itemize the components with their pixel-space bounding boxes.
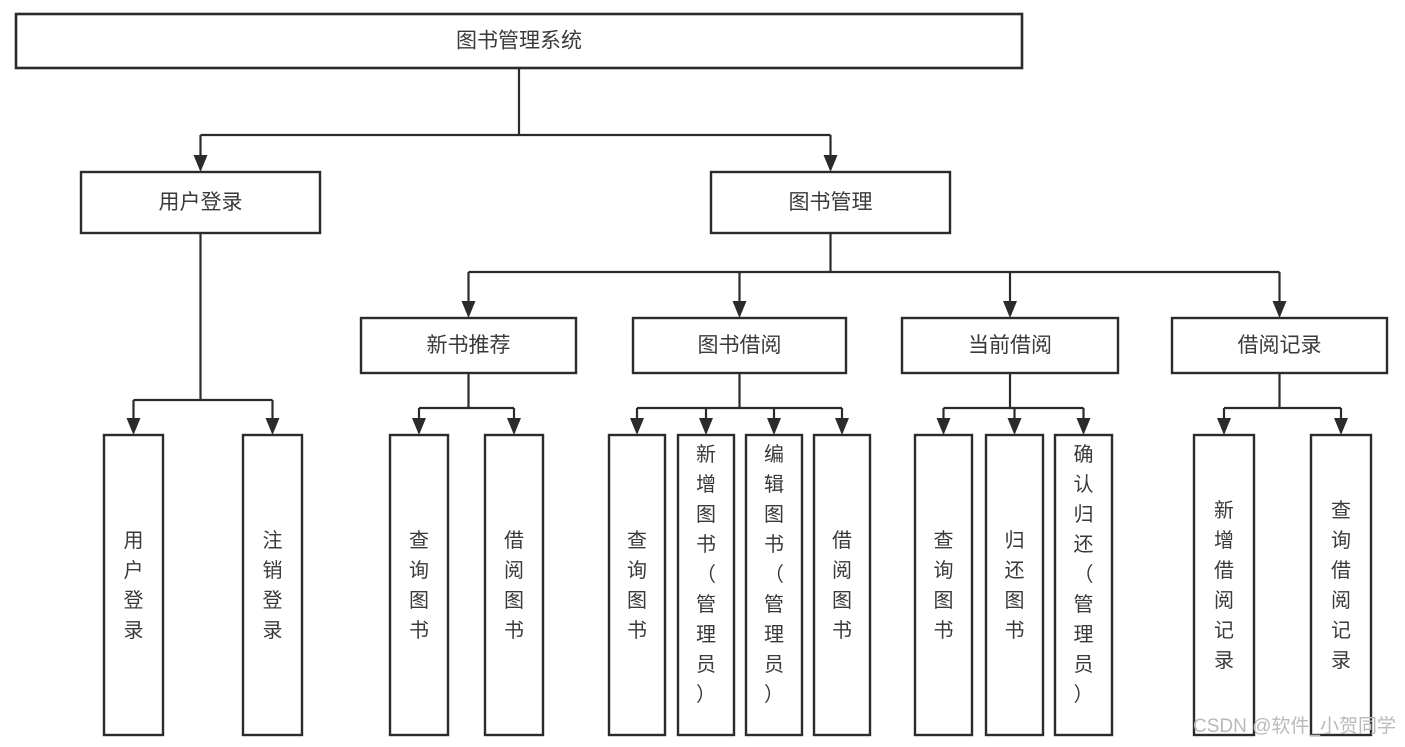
node-box-leaf-borrow-book-1[interactable] <box>483 433 545 737</box>
arrow-head-icon <box>835 418 849 435</box>
node-box-root[interactable] <box>14 12 1024 70</box>
arrow-head-icon <box>461 301 476 318</box>
node-box-leaf-add-book[interactable] <box>676 433 736 737</box>
node-box-current-borrow[interactable] <box>900 316 1120 375</box>
node-box-user-login[interactable] <box>79 170 322 235</box>
connectors-layer <box>126 68 1348 435</box>
node-current-borrow[interactable]: 当前借阅 <box>900 316 1120 375</box>
node-box-leaf-logout[interactable] <box>241 433 304 737</box>
node-leaf-logout[interactable]: 注销登录 <box>241 433 304 737</box>
arrow-head-icon <box>1007 418 1022 435</box>
node-label-leaf-edit-book: 编辑图书（管理员） <box>764 443 784 706</box>
connector-edge-current-to-leaves <box>936 373 1091 435</box>
node-book-manage[interactable]: 图书管理 <box>709 170 952 235</box>
node-leaf-borrow-book-1[interactable]: 借阅图书 <box>483 433 545 737</box>
node-label-root: 图书管理系统 <box>456 30 582 53</box>
node-box-leaf-user-login[interactable] <box>102 433 165 737</box>
node-leaf-query-book-3[interactable]: 查询图书 <box>913 433 974 737</box>
watermark-text: CSDN @软件_小贺同学 <box>1193 715 1396 737</box>
nodes-layer: 图书管理系统用户登录图书管理新书推荐图书借阅当前借阅借阅记录用户登录注销登录查询… <box>14 12 1389 737</box>
arrow-head-icon <box>823 155 838 172</box>
arrow-head-icon <box>936 418 951 435</box>
node-label-leaf-add-book: 新增图书（管理员） <box>696 443 716 706</box>
arrow-head-icon <box>507 418 521 435</box>
node-box-book-manage[interactable] <box>709 170 952 235</box>
node-label-book-manage: 图书管理 <box>789 191 873 214</box>
connector-edge-user-login-to-leaves <box>126 233 280 435</box>
node-leaf-add-book[interactable]: 新增图书（管理员） <box>676 433 736 737</box>
node-box-leaf-add-record[interactable] <box>1192 433 1256 737</box>
node-box-leaf-query-record[interactable] <box>1309 433 1373 737</box>
node-leaf-query-record[interactable]: 查询借阅记录 <box>1309 433 1373 737</box>
node-root[interactable]: 图书管理系统 <box>14 12 1024 70</box>
node-label-leaf-logout: 注销登录 <box>263 529 283 642</box>
connector-edge-record-to-leaves <box>1217 373 1348 435</box>
arrow-head-icon <box>630 418 644 435</box>
connector-edge-book-manage-to-level3 <box>461 233 1287 318</box>
node-leaf-edit-book[interactable]: 编辑图书（管理员） <box>744 433 804 737</box>
arrow-head-icon <box>1217 418 1231 435</box>
arrow-head-icon <box>1334 418 1348 435</box>
node-leaf-query-book-2[interactable]: 查询图书 <box>607 433 667 737</box>
node-label-leaf-user-login: 用户登录 <box>124 530 144 642</box>
node-label-leaf-borrow-book-1: 借阅图书 <box>504 529 524 642</box>
node-label-leaf-return-book: 归还图书 <box>1005 529 1025 642</box>
node-box-leaf-edit-book[interactable] <box>744 433 804 737</box>
node-label-leaf-query-record: 查询借阅记录 <box>1331 499 1351 672</box>
node-leaf-query-book-1[interactable]: 查询图书 <box>388 433 450 737</box>
node-leaf-add-record[interactable]: 新增借阅记录 <box>1192 433 1256 737</box>
node-box-leaf-query-book-3[interactable] <box>913 433 974 737</box>
node-label-current-borrow: 当前借阅 <box>968 334 1052 357</box>
node-label-borrow-record: 借阅记录 <box>1238 334 1322 357</box>
node-box-book-borrow[interactable] <box>631 316 848 375</box>
arrow-head-icon <box>1272 301 1287 318</box>
node-user-login[interactable]: 用户登录 <box>79 170 322 235</box>
node-label-new-book-recommend: 新书推荐 <box>427 334 511 357</box>
arrow-head-icon <box>412 418 426 435</box>
connector-edge-recommend-to-leaves <box>412 373 521 435</box>
arrow-head-icon <box>1076 418 1091 435</box>
connector-edge-root-to-level2 <box>193 68 838 172</box>
node-box-leaf-query-book-1[interactable] <box>388 433 450 737</box>
node-borrow-record[interactable]: 借阅记录 <box>1170 316 1389 375</box>
node-label-leaf-query-book-1: 查询图书 <box>409 529 429 642</box>
node-label-user-login: 用户登录 <box>159 191 243 214</box>
node-box-leaf-confirm-return[interactable] <box>1053 433 1114 737</box>
node-label-leaf-confirm-return: 确认归还（管理员） <box>1074 443 1094 706</box>
node-book-borrow[interactable]: 图书借阅 <box>631 316 848 375</box>
node-box-borrow-record[interactable] <box>1170 316 1389 375</box>
arrow-head-icon <box>699 418 713 435</box>
node-label-leaf-add-record: 新增借阅记录 <box>1214 499 1234 672</box>
node-label-leaf-query-book-2: 查询图书 <box>627 529 647 642</box>
arrow-head-icon <box>767 418 781 435</box>
watermark-layer: CSDN @软件_小贺同学 <box>1193 715 1396 737</box>
node-box-leaf-borrow-book-2[interactable] <box>812 433 872 737</box>
arrow-head-icon <box>126 418 141 435</box>
node-box-leaf-return-book[interactable] <box>984 433 1045 737</box>
node-box-leaf-query-book-2[interactable] <box>607 433 667 737</box>
node-leaf-confirm-return[interactable]: 确认归还（管理员） <box>1053 433 1114 737</box>
node-new-book-recommend[interactable]: 新书推荐 <box>359 316 578 375</box>
connector-edge-borrow-to-leaves <box>630 373 849 435</box>
node-leaf-user-login[interactable]: 用户登录 <box>102 433 165 737</box>
arrow-head-icon <box>265 418 280 435</box>
arrow-head-icon <box>732 301 747 318</box>
node-leaf-borrow-book-2[interactable]: 借阅图书 <box>812 433 872 737</box>
node-label-book-borrow: 图书借阅 <box>698 334 782 357</box>
node-box-new-book-recommend[interactable] <box>359 316 578 375</box>
arrow-head-icon <box>193 155 208 172</box>
node-leaf-return-book[interactable]: 归还图书 <box>984 433 1045 737</box>
node-label-leaf-query-book-3: 查询图书 <box>934 529 954 642</box>
node-label-leaf-borrow-book-2: 借阅图书 <box>832 529 852 642</box>
arrow-head-icon <box>1003 301 1017 318</box>
